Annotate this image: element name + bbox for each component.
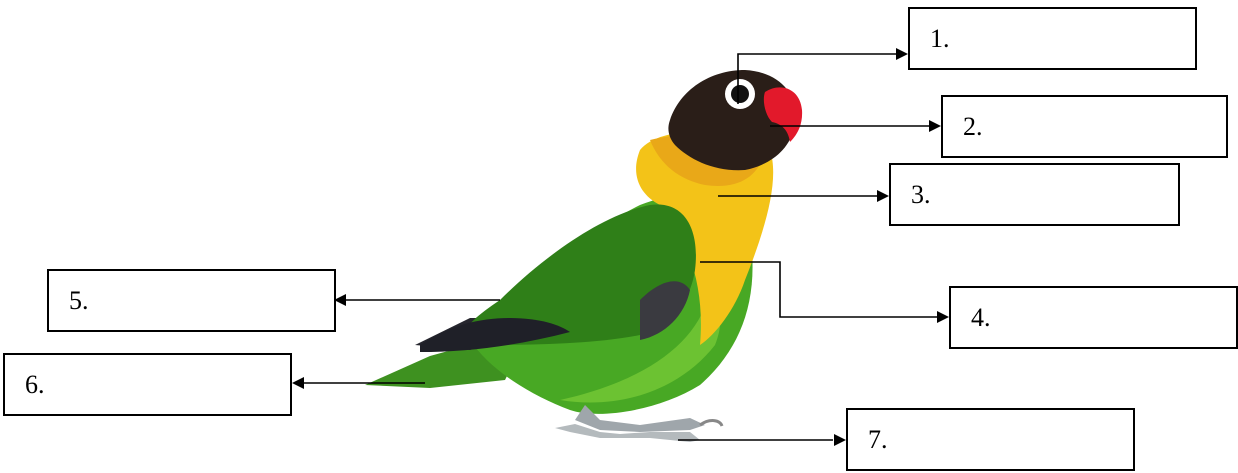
label-box-2[interactable]: 2. (941, 95, 1228, 158)
label-box-4[interactable]: 4. (949, 286, 1238, 349)
label-text-5: 5. (49, 286, 89, 316)
label-text-6: 6. (5, 370, 45, 400)
label-text-4: 4. (951, 303, 991, 333)
label-text-2: 2. (943, 112, 983, 142)
label-text-1: 1. (910, 24, 950, 54)
label-box-3[interactable]: 3. (889, 163, 1180, 226)
label-box-1[interactable]: 1. (908, 7, 1197, 70)
bird-eye (731, 85, 749, 103)
arrowhead-2 (929, 120, 941, 132)
label-box-7[interactable]: 7. (846, 408, 1135, 471)
label-text-3: 3. (891, 180, 931, 210)
arrowhead-3 (877, 190, 889, 202)
arrowhead-6 (292, 377, 304, 389)
label-box-5[interactable]: 5. (47, 269, 336, 332)
label-box-6[interactable]: 6. (3, 353, 292, 416)
label-text-7: 7. (848, 425, 888, 455)
arrowhead-7 (834, 434, 846, 446)
arrowhead-1 (896, 48, 908, 60)
arrowhead-4 (937, 311, 949, 323)
